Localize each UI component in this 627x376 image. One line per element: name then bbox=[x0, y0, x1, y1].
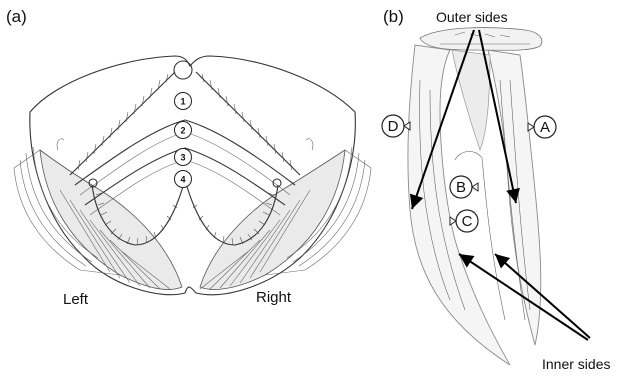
right-label: Right bbox=[256, 289, 292, 306]
marker-c-text: C bbox=[462, 213, 473, 230]
arch-number-2: 2 bbox=[175, 122, 192, 139]
top-knob bbox=[174, 61, 192, 79]
left-label: Left bbox=[63, 291, 89, 308]
inner-sides-label: Inner sides bbox=[542, 356, 610, 372]
panel-b: (b) Outer sides Inner sides bbox=[382, 7, 610, 372]
panel-b-label: (b) bbox=[383, 7, 404, 26]
right-gill-block bbox=[200, 150, 345, 289]
arch-number-1-text: 1 bbox=[180, 97, 185, 107]
left-tine bbox=[408, 45, 510, 365]
right-hook bbox=[306, 139, 313, 150]
middle-shaft bbox=[452, 50, 490, 150]
arch-number-4-text: 4 bbox=[180, 175, 185, 185]
marker-a: A bbox=[528, 116, 556, 138]
arch-number-3-text: 3 bbox=[180, 153, 185, 163]
marker-d: D bbox=[382, 115, 410, 137]
left-gill-block bbox=[40, 150, 182, 289]
panel-a: (a) bbox=[6, 7, 371, 308]
marker-a-text: A bbox=[540, 119, 550, 136]
left-hook bbox=[57, 139, 64, 150]
panel-a-label: (a) bbox=[6, 7, 27, 26]
inner-arrow-right bbox=[495, 254, 590, 338]
marker-c: C bbox=[450, 210, 478, 232]
arch-number-4: 4 bbox=[175, 171, 192, 188]
marker-b: B bbox=[450, 176, 478, 198]
marker-d-text: D bbox=[388, 118, 399, 135]
outer-sides-label: Outer sides bbox=[436, 9, 508, 25]
arch-number-1: 1 bbox=[175, 93, 192, 110]
arch-number-3: 3 bbox=[175, 149, 192, 166]
marker-b-text: B bbox=[456, 179, 466, 196]
arch-number-2-text: 2 bbox=[180, 126, 185, 136]
